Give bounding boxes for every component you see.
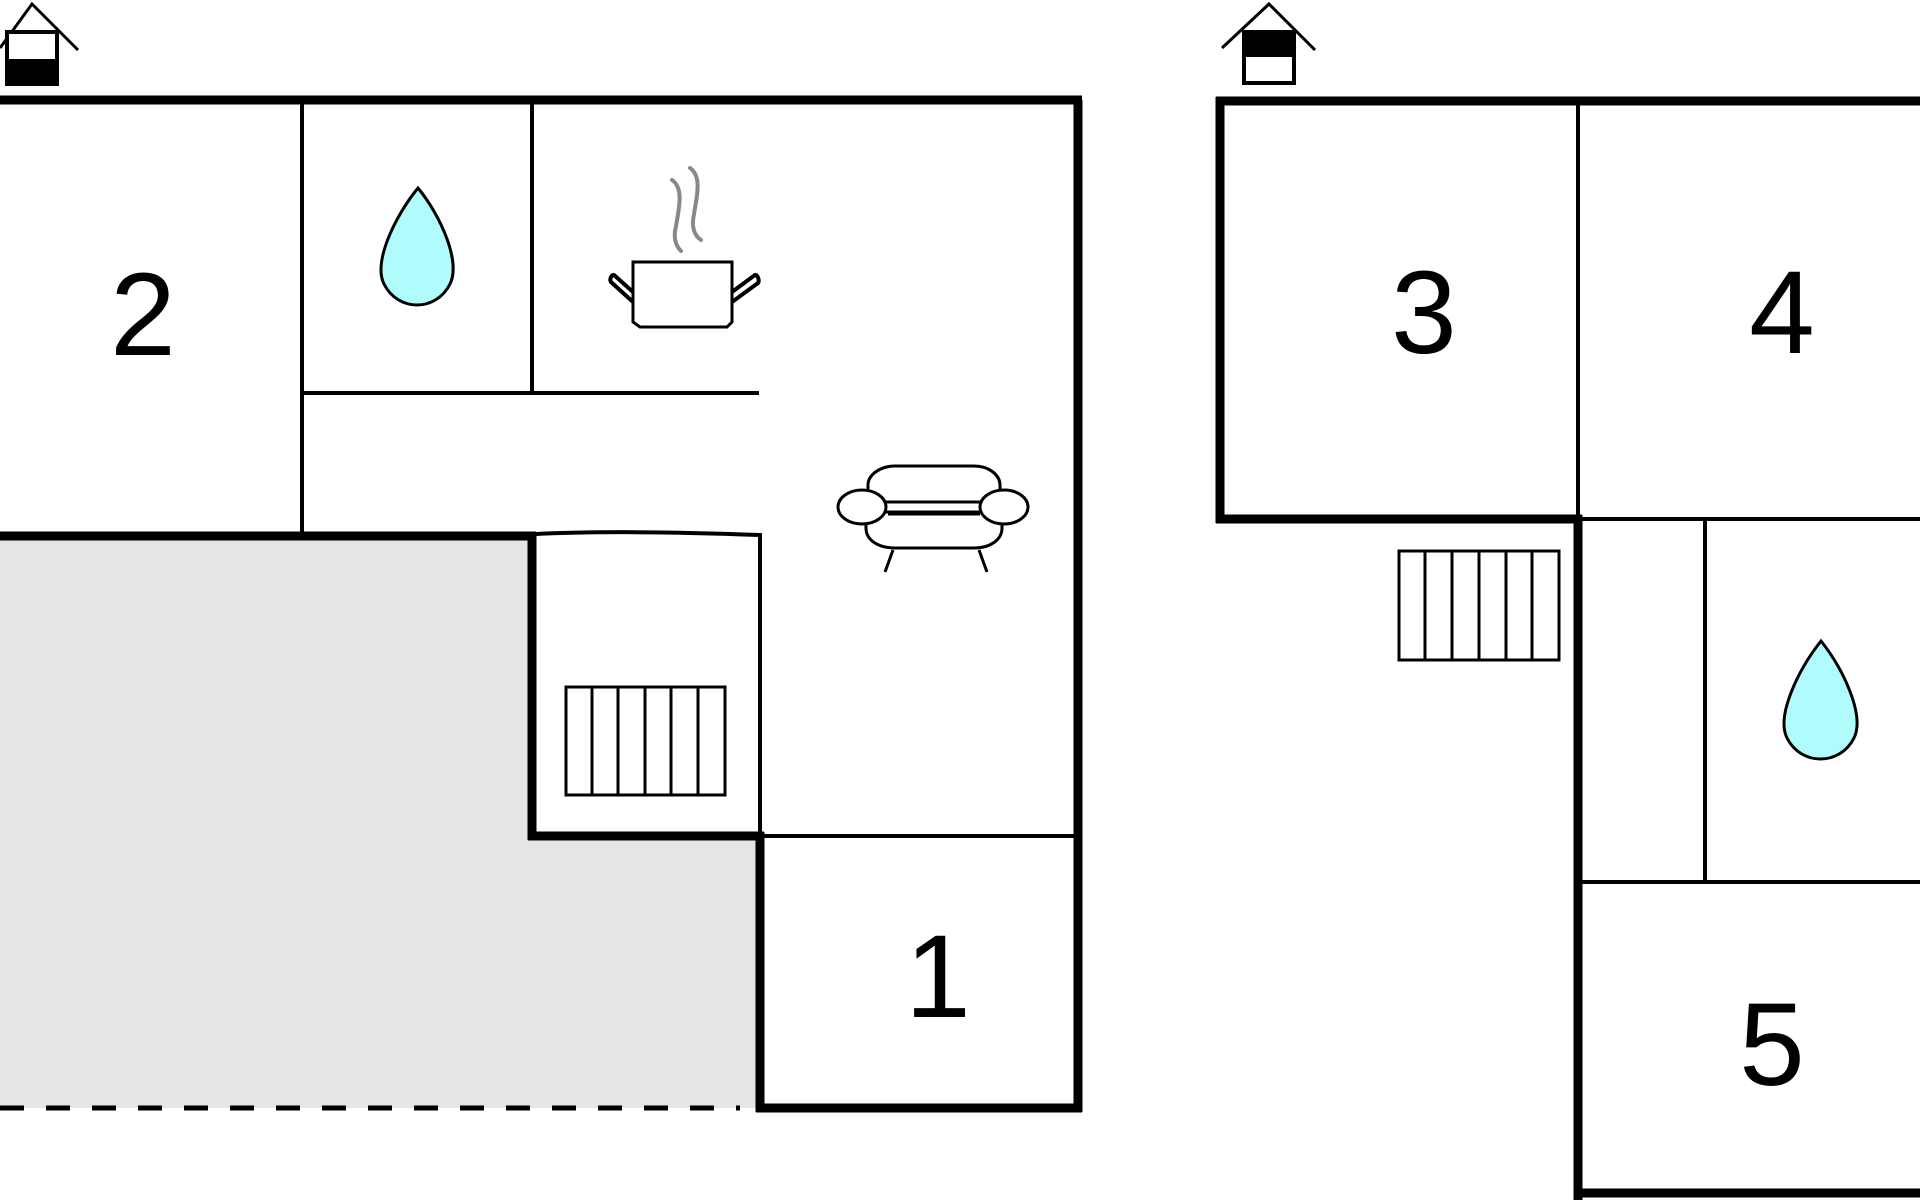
floor-level-house-icon xyxy=(0,1,80,86)
room-number-4: 4 xyxy=(1749,247,1815,379)
stairs-icon xyxy=(564,685,727,797)
inner-walls xyxy=(300,104,1076,838)
water-drop-icon xyxy=(1782,638,1859,761)
room-number-5: 5 xyxy=(1739,979,1805,1111)
floor-level-house-icon xyxy=(1220,1,1317,85)
ground-floor-plan: 2 1 xyxy=(0,1,1083,1113)
room-number-1: 1 xyxy=(905,911,971,1043)
outer-walls xyxy=(0,95,1083,1113)
room-number-3: 3 xyxy=(1391,247,1457,379)
outer-walls xyxy=(1215,96,1920,1200)
sofa-icon xyxy=(836,464,1030,573)
terrace-area xyxy=(0,536,760,1108)
water-drop-icon xyxy=(379,185,455,307)
inner-walls xyxy=(1576,105,1920,884)
upper-floor-plan: 3 4 5 xyxy=(1215,1,1920,1200)
cooking-pot-icon xyxy=(608,166,761,329)
room-number-2: 2 xyxy=(110,249,176,381)
stairs-icon xyxy=(1397,549,1561,662)
